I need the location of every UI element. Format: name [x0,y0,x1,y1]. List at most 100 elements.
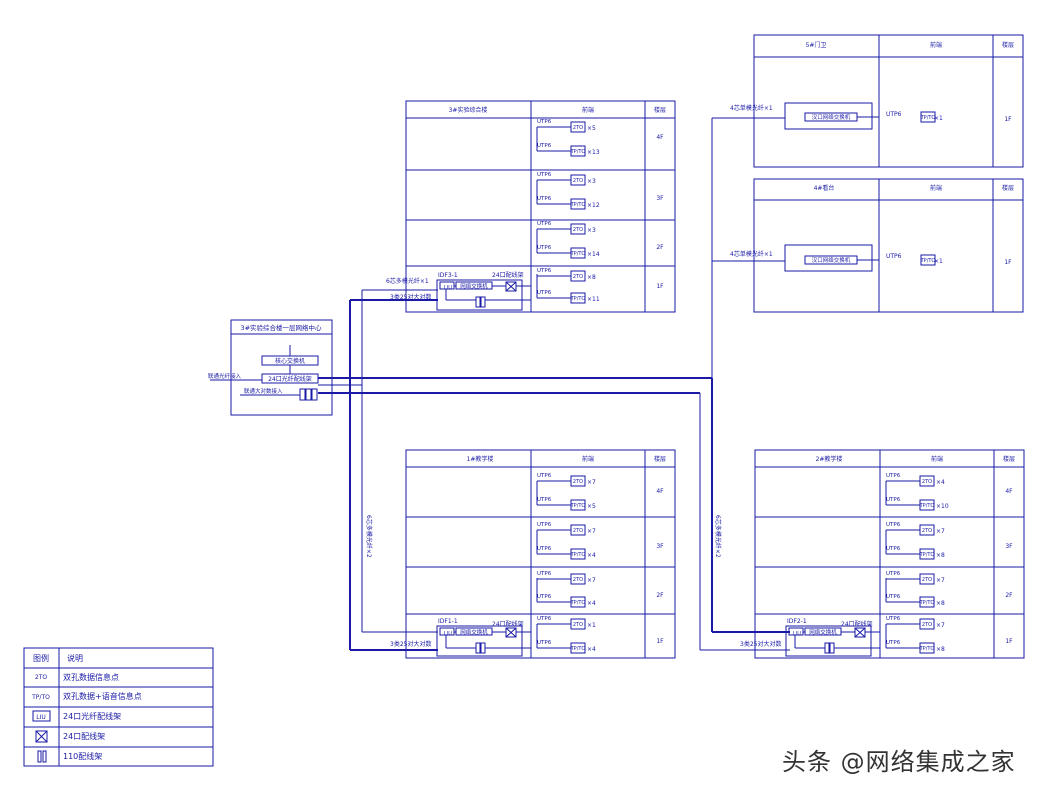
b2-floor-2f: 2F [1005,592,1013,599]
legend-desc-2: 双孔数据+语音信息点 [63,691,142,701]
building-2-table [754,449,1025,659]
voice-data-outlet-icon [570,198,586,210]
outlet-symbol: TP/TO [570,646,586,652]
utp-label: UTP6 [537,119,552,125]
b5-front-header: 前端 [930,41,942,49]
data-outlet-icon [570,618,586,630]
b3-floor-3f: 3F [656,195,664,202]
b5-utp: UTP6 [886,111,902,118]
outlet-symbol: TP/TO [570,503,586,509]
building-5-table [753,34,1024,168]
outlet-count: ×12 [587,202,600,209]
b1-floor-header: 楼层 [654,455,666,463]
b1-floor-3f: 3F [656,543,664,550]
legend-head-icon: 图例 [33,653,49,663]
utp-label: UTP6 [886,640,901,646]
utp-label: UTP6 [886,616,901,622]
data-outlet-icon [919,618,935,630]
b3-floor-1f: 1F [656,283,664,290]
utp-label: UTP6 [537,268,552,274]
b2-patch-label: 24口配线架 [841,620,873,628]
building-3-idf [436,279,531,311]
utp-label: UTP6 [886,522,901,528]
b4-title: 4#看台 [814,184,835,192]
data-outlet-icon [570,121,586,133]
outlet-symbol: 2TO [573,479,583,485]
watermark: 头条 @网络集成之家 [782,748,1016,776]
patch-panel-icon [35,730,48,743]
voice-data-outlet-icon [919,596,935,608]
b5-floor-header: 楼层 [1002,41,1014,49]
center-title: 3#实验综合楼一层网络中心 [240,323,322,332]
utp-label: UTP6 [537,594,552,600]
voice-data-outlet-icon [919,499,935,511]
data-outlet-icon [570,174,586,186]
outlet-symbol: TP/TO [570,600,586,606]
data-outlet-icon [570,270,586,282]
voice-data-outlet-icon [570,247,586,259]
outlet-symbol: TP/TO [570,296,586,302]
b5-count: ×1 [934,115,943,122]
b3-title: 3#实验综合楼 [449,106,488,114]
outlet-symbol: TP/TO [919,503,935,509]
utp-label: UTP6 [886,473,901,479]
outlet-symbol: 2TO [573,227,583,233]
outlet-count: ×7 [936,577,945,584]
b1-title: 1#教学楼 [467,455,494,463]
copper-in-label: 联通大对数接入 [244,387,283,395]
outlet-count: ×4 [587,600,596,607]
data-outlet-icon [919,524,935,536]
outlet-count: ×7 [587,479,596,486]
b2-fiber-label: 6芯多模光纤×2 [714,515,722,558]
outlet-count: ×7 [587,528,596,535]
core-switch-label: 核心交换机 [275,357,305,365]
b2-floor-header: 楼层 [1003,455,1015,463]
legend-desc-4: 24口配线架 [63,731,105,741]
voice-data-outlet-icon [570,642,586,654]
outlet-count: ×4 [587,552,596,559]
liu-legend-icon [32,710,51,722]
b1-fiber-label: 6芯多模光纤×2 [365,515,373,558]
utp-label: UTP6 [537,290,552,296]
b4-switch-label: 汉口网络交换机 [812,256,851,264]
legend-desc-5: 110配线架 [63,751,102,761]
utp-label: UTP6 [537,546,552,552]
b3-front-header: 前端 [582,106,594,114]
outlet-symbol: 2TO [922,622,932,628]
utp-label: UTP6 [537,221,552,227]
utp-label: UTP6 [537,196,552,202]
b2-copper-label: 3类25对大对数 [740,640,781,648]
b3-fiber-label: 6芯多模光纤×1 [386,277,429,285]
b3-floor-2f: 2F [656,244,664,251]
utp-label: UTP6 [537,473,552,479]
b1-floor-1f: 1F [656,638,664,645]
outlet-symbol: TP/TO [919,552,935,558]
utp-label: UTP6 [537,245,552,251]
outlet-symbol: TP/TO [920,115,936,121]
outlet-count: ×5 [587,503,596,510]
fiber-in-label: 联通光纤接入 [208,372,242,380]
voice-data-outlet-icon [570,145,586,157]
outlet-symbol: 2TO [573,622,583,628]
outlet-count: ×4 [587,646,596,653]
110-frame-icon [37,750,42,763]
data-outlet-icon [919,573,935,585]
outlet-symbol: TP/TO [570,149,586,155]
outlet-count: ×8 [936,600,945,607]
network-center [210,319,333,416]
legend-head-desc: 说明 [67,653,83,663]
b1-idf-label: IDF1-1 [438,618,458,625]
b4-floor-header: 楼层 [1002,184,1014,192]
voice-data-outlet-icon [919,642,935,654]
utp-label: UTP6 [537,640,552,646]
frame110-icon-c3 [311,388,318,401]
utp-label: UTP6 [537,571,552,577]
b4-count: ×1 [934,258,943,265]
b5-title: 5#门卫 [806,41,827,49]
outlet-symbol: TP/TO [919,646,935,652]
b2-idf-label: IDF2-1 [787,618,807,625]
outlet-count: ×7 [936,528,945,535]
b4-front-header: 前端 [930,184,942,192]
outlet-count: ×8 [587,274,596,281]
utp-label: UTP6 [537,143,552,149]
